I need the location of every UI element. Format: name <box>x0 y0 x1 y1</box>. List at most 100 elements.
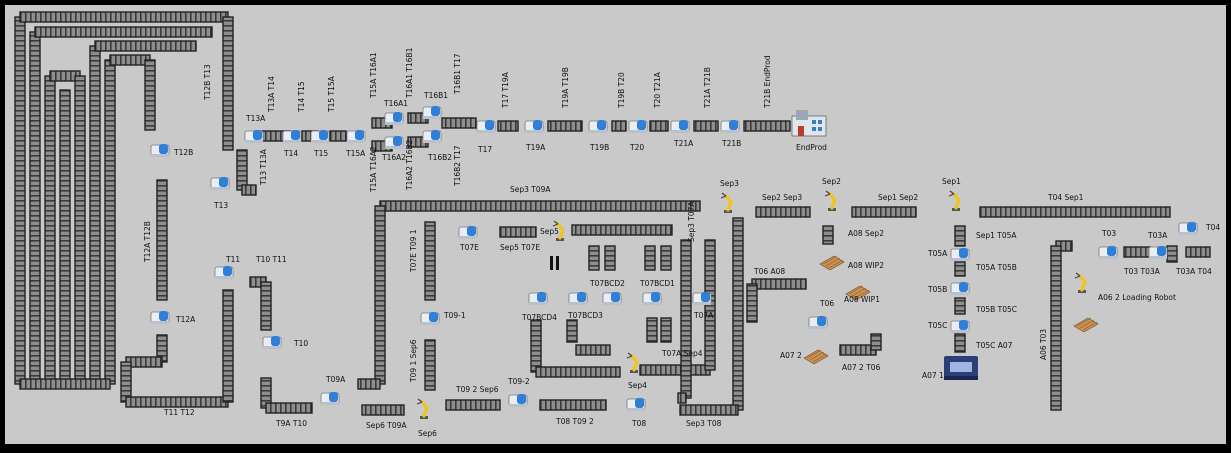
conveyor-sep3-t09a[interactable] <box>375 206 385 384</box>
machine-t13a-icon[interactable] <box>245 130 263 143</box>
conveyor-a07-2-t06[interactable] <box>871 334 881 350</box>
conveyor-loop-d[interactable] <box>105 60 115 384</box>
machine-t15-icon[interactable] <box>311 130 329 143</box>
conveyor-t10-t11[interactable] <box>261 282 271 330</box>
conveyor-sep3-t08[interactable] <box>733 218 743 410</box>
conveyor-loop-a[interactable] <box>75 76 85 384</box>
conveyor-sep3-t07a[interactable] <box>678 393 686 403</box>
machine-t21b-icon[interactable] <box>721 120 739 133</box>
machine-t03a-icon[interactable] <box>1149 246 1167 259</box>
conveyor-t07bcd4[interactable] <box>531 320 541 372</box>
conveyor-t04-b[interactable] <box>1186 247 1210 257</box>
conveyor-t11-t12[interactable] <box>126 397 228 407</box>
machine-t19b-icon[interactable] <box>589 120 607 133</box>
machine-t07bcd1-icon[interactable] <box>643 292 661 305</box>
machine-t09-1-icon[interactable] <box>421 312 439 325</box>
machine-t07bcd3-icon[interactable] <box>569 292 587 305</box>
machine-t06-icon[interactable] <box>809 316 827 329</box>
machine-t11-icon[interactable] <box>215 266 233 279</box>
machine-t08-icon[interactable] <box>627 398 645 411</box>
conveyor-t07e-t09-1[interactable] <box>425 222 435 300</box>
conveyor-t07bcd2-a[interactable] <box>589 246 599 270</box>
conveyor-loop-b[interactable] <box>60 90 70 384</box>
machine-t16a2-icon[interactable] <box>385 136 403 149</box>
conveyor-t07a-a[interactable] <box>647 318 657 342</box>
conveyor-t03a-t04[interactable] <box>1167 246 1177 262</box>
conveyor-t07bcd1-a[interactable] <box>645 246 655 270</box>
conveyor-t08-t09-2[interactable] <box>540 400 606 410</box>
conveyor-loop-c[interactable] <box>90 46 100 384</box>
conveyor-loop-c[interactable] <box>95 41 196 51</box>
machine-t09-2-icon[interactable] <box>509 394 527 407</box>
conveyor-t09-2-sep6[interactable] <box>446 400 500 410</box>
conveyor-a06-t03[interactable] <box>1051 246 1061 410</box>
machine-t07a-icon[interactable] <box>693 292 711 305</box>
conveyor-t12a-t12b[interactable] <box>157 180 167 300</box>
conveyor-loop-inner[interactable] <box>35 27 212 37</box>
conveyor-sep1-sep2[interactable] <box>852 207 916 217</box>
conveyor-t05a-t05b[interactable] <box>955 262 965 276</box>
conveyor-t17-t19a[interactable] <box>498 121 518 131</box>
conveyor-t21a-t21b[interactable] <box>694 121 718 131</box>
conveyor-t03-t03a[interactable] <box>1124 247 1150 257</box>
conveyor-t07a-b[interactable] <box>661 318 671 342</box>
conveyor-t13-t13a[interactable] <box>237 150 247 190</box>
machine-t14-icon[interactable] <box>283 130 301 143</box>
conveyor-t07bcd3-a[interactable] <box>567 320 577 342</box>
conveyor-sep6-t09a[interactable] <box>362 405 404 415</box>
machine-t12b-icon[interactable] <box>151 144 169 157</box>
conveyor-loop-d[interactable] <box>110 55 150 65</box>
conveyor-t11-t12[interactable] <box>121 362 131 402</box>
conveyor-t11-t12[interactable] <box>223 290 233 402</box>
conveyor-t04-sep1[interactable] <box>980 207 1170 217</box>
machine-t19a-icon[interactable] <box>525 120 543 133</box>
conveyor-t15-t15a[interactable] <box>330 131 346 141</box>
press-a07-1-icon[interactable] <box>944 356 978 380</box>
machine-t13-icon[interactable] <box>211 177 229 190</box>
conveyor-t21b-endprod[interactable] <box>744 121 790 131</box>
conveyor-loop-d[interactable] <box>145 60 155 130</box>
conveyor-t07bcd1-b[interactable] <box>661 246 671 270</box>
conveyor-t19a-t19b[interactable] <box>548 121 582 131</box>
conveyor-t09-1-sep6[interactable] <box>425 340 435 390</box>
conveyor-sep1-t05a[interactable] <box>955 226 965 246</box>
machine-t10-icon[interactable] <box>263 336 281 349</box>
conveyor-loop-a[interactable] <box>45 76 55 384</box>
conveyor-t13-t13a[interactable] <box>242 185 256 195</box>
conveyor-t05b-t05c[interactable] <box>955 298 965 314</box>
conveyor-t06-a08[interactable] <box>752 279 806 289</box>
machine-t05b-icon[interactable] <box>951 282 969 295</box>
conveyor-sep3-t09a[interactable] <box>358 379 380 389</box>
machine-t04-icon[interactable] <box>1179 222 1197 235</box>
conveyor-t19b-t20[interactable] <box>612 121 626 131</box>
conveyor-t12b-t13[interactable] <box>20 12 228 22</box>
machine-t17-icon[interactable] <box>477 120 495 133</box>
machine-t16b1-icon[interactable] <box>423 106 441 119</box>
conveyor-t07bcd[interactable] <box>572 225 672 235</box>
conveyor-sep5-t07e[interactable] <box>500 227 536 237</box>
conveyor-t05c-a07[interactable] <box>955 334 965 352</box>
machine-t07bcd2-icon[interactable] <box>603 292 621 305</box>
conveyor-loop-inner[interactable] <box>30 32 40 384</box>
conveyor-t9a-t10[interactable] <box>266 403 312 413</box>
conveyor-t12b-t13[interactable] <box>15 17 25 384</box>
conveyor-sep3-t09a[interactable] <box>380 201 700 211</box>
machine-t21a-icon[interactable] <box>671 120 689 133</box>
machine-t15a-icon[interactable] <box>347 130 365 143</box>
conveyor-a08-sep2[interactable] <box>823 226 833 244</box>
machine-t07e-icon[interactable] <box>459 226 477 239</box>
conveyor-t07a-sep4[interactable] <box>640 365 710 375</box>
conveyor-t07bcd3-b[interactable] <box>576 345 610 355</box>
conveyor-t07bcd4[interactable] <box>536 367 620 377</box>
conveyor-loop-bottom[interactable] <box>20 379 110 389</box>
conveyor-sep3-t07a[interactable] <box>681 240 691 398</box>
machine-t03-icon[interactable] <box>1099 246 1117 259</box>
machine-t05a-icon[interactable] <box>951 248 969 261</box>
conveyor-t16b-t17[interactable] <box>442 118 476 128</box>
conveyor-sep2-sep3[interactable] <box>756 207 810 217</box>
machine-t16a1-icon[interactable] <box>385 112 403 125</box>
machine-t16b2-icon[interactable] <box>423 130 441 143</box>
conveyor-t06-a08[interactable] <box>747 284 757 322</box>
conveyor-sep3-t08[interactable] <box>680 405 738 415</box>
